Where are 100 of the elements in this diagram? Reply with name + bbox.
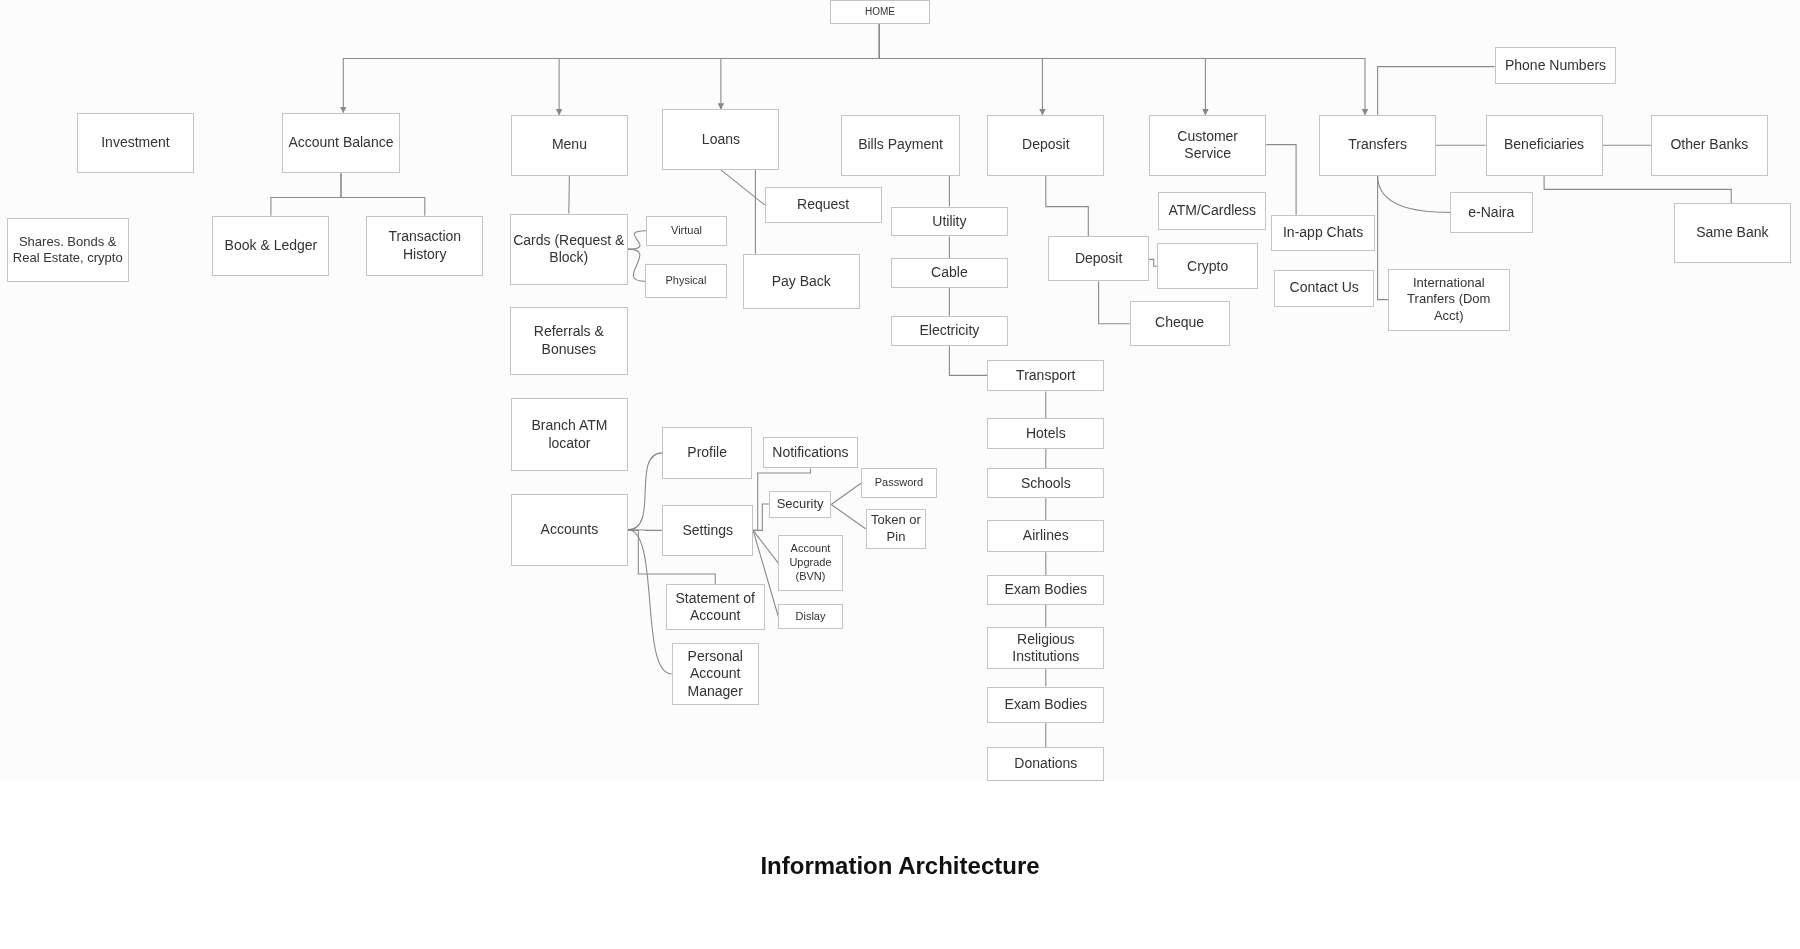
connector-line (1045, 448, 1047, 469)
box-label: Notifications (772, 444, 849, 462)
box-label: Cable (931, 264, 968, 282)
box-label: Book & Ledger (224, 236, 318, 255)
box-label: Accounts (540, 521, 599, 539)
box-label: Physical (665, 274, 707, 289)
menu-box (987, 686, 1105, 724)
connector-line (627, 248, 646, 282)
box-label: Hotels (1025, 424, 1066, 443)
menu-box (509, 306, 628, 376)
connector-line (1045, 175, 1089, 238)
connector-line (340, 172, 426, 217)
box-label: Branch ATM locator (530, 417, 609, 452)
box-label: Schools (1020, 474, 1071, 493)
connector-line (1045, 604, 1047, 628)
connector-line (1045, 668, 1047, 688)
connector-line (752, 529, 779, 564)
box-label: Customer Service (1176, 127, 1240, 163)
connector-line (878, 23, 1369, 116)
menu-box (987, 575, 1105, 605)
menu-box (987, 417, 1105, 449)
menu-box (778, 534, 843, 592)
box-label: Crypto (1187, 257, 1229, 276)
box-label: Same Bank (1696, 224, 1769, 242)
menu-box (1274, 269, 1375, 307)
menu-box (1157, 243, 1259, 290)
menu-box (1485, 114, 1603, 176)
connector-line (948, 175, 950, 208)
box-label: Referrals & Bonuses (532, 323, 605, 359)
connector-line (568, 175, 570, 215)
menu-box (671, 642, 759, 705)
connector-line (1602, 144, 1652, 146)
menu-box (1387, 268, 1510, 331)
box-label: Bills Payment (858, 136, 943, 154)
box-label: Profile (687, 444, 727, 462)
box-label: International Tranfers (Dom Acct) (1406, 275, 1492, 324)
box-label: Deposit (1022, 136, 1070, 154)
menu-box (1650, 114, 1768, 176)
box-label: Personal Account Manager (686, 647, 744, 701)
box-label: Loans (701, 130, 740, 149)
menu-box (1158, 191, 1267, 230)
box-label: Dislay (795, 609, 826, 624)
connector-line (830, 503, 867, 530)
menu-box (830, 0, 930, 25)
connector-line (1045, 497, 1047, 521)
box-label: Donations (1014, 755, 1078, 773)
box-label: Transaction History (387, 228, 463, 264)
box-label: Statement of Account (674, 589, 756, 625)
menu-box (1673, 203, 1791, 263)
menu-box (987, 626, 1105, 670)
menu-box (769, 491, 832, 518)
connector-line (1045, 551, 1047, 576)
box-label: Cards (Request & Block) (512, 231, 625, 267)
box-label: Contact Us (1289, 279, 1359, 297)
menu-box (890, 315, 1008, 346)
connector-line (1377, 66, 1496, 116)
box-label: e-Naira (1468, 203, 1515, 222)
menu-box (510, 398, 628, 471)
menu-box (987, 114, 1105, 176)
menu-box (1270, 214, 1376, 252)
connector-line (1045, 390, 1047, 419)
menu-box (890, 258, 1008, 289)
connector-line (627, 230, 647, 250)
box-label: Deposit (1074, 250, 1123, 268)
box-label: ATM/Cardless (1168, 201, 1257, 220)
connector-line (1435, 144, 1487, 146)
box-label: Utility (932, 212, 967, 231)
menu-box (662, 427, 752, 479)
box-label: Virtual (671, 223, 702, 238)
box-label: Electricity (919, 321, 980, 340)
connector-line (948, 344, 988, 376)
box-label: Menu (551, 136, 587, 154)
box-label: Exam Bodies (1004, 696, 1088, 714)
box-label: Security (776, 496, 824, 513)
page-title: Information Architecture (760, 851, 1040, 881)
menu-box (1129, 300, 1230, 346)
connector-line (948, 235, 950, 259)
menu-box (76, 112, 194, 174)
box-label: Account Balance (288, 134, 394, 152)
connector-line (1265, 144, 1297, 216)
connector-line (720, 169, 766, 206)
menu-box (841, 114, 960, 176)
menu-box (778, 603, 843, 630)
menu-box (1494, 47, 1617, 84)
box-label: Religious Institutions (1011, 630, 1081, 666)
menu-box (509, 213, 628, 285)
menu-box (212, 215, 330, 276)
box-label: Settings (682, 521, 734, 540)
box-label: Beneficiaries (1503, 136, 1585, 154)
menu-box (665, 584, 765, 631)
menu-box (6, 218, 129, 283)
box-label: In-app Chats (1282, 224, 1364, 242)
box-label: Transport (1016, 367, 1076, 385)
box-label: Password (874, 476, 924, 491)
menu-box (510, 493, 628, 566)
box-label: Investment (101, 134, 170, 152)
connector-line (830, 482, 862, 506)
connector-line (754, 169, 756, 255)
connector-line (752, 503, 770, 531)
menu-box (645, 264, 727, 299)
